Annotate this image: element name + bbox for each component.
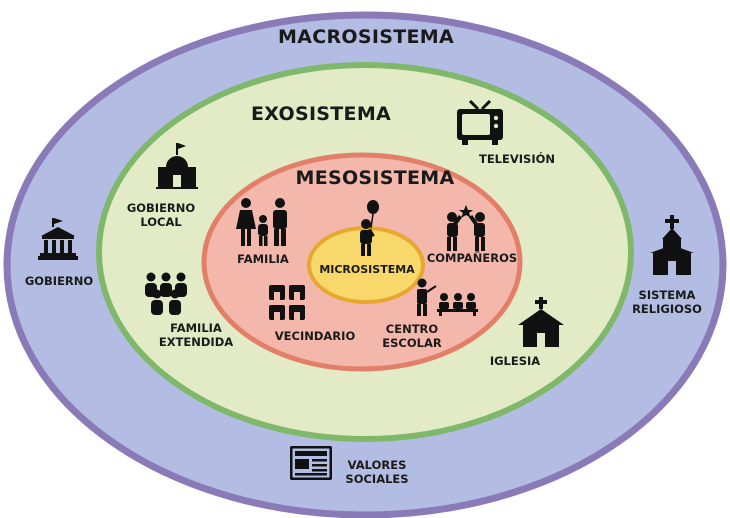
exosistema-title: EXOSISTEMA [250,103,392,125]
newspaper-icon [290,446,332,480]
family-icon [236,198,287,246]
familia-label: FAMILIA [237,252,289,266]
television-label: TELEVISIÓN [478,152,556,166]
government-building-icon [38,218,78,260]
town-hall-icon [156,143,198,189]
familia-extendida-line2: EXTENDIDA [158,335,234,350]
child-balloon-icon [360,200,379,256]
centro-escolar-line2: ESCOLAR [382,336,442,351]
familia-extendida-label: FAMILIA EXTENDIDA [159,321,233,350]
chapel-icon [518,297,564,347]
macrosistema-title: MACROSISTEMA [278,26,454,48]
companeros-label: COMPAÑEROS [426,251,518,265]
sistema-religioso-line2: RELIGIOSO [632,302,702,317]
valores-sociales-line1: VALORES [347,458,407,472]
church-icon [650,215,694,275]
vecindario-label: VECINDARIO [274,329,356,343]
sistema-religioso-line1: SISTEMA [638,288,696,302]
gobierno-local-line2: LOCAL [140,215,182,230]
classroom-icon [417,278,478,316]
gobierno-label: GOBIERNO [24,274,94,288]
microsistema-title: MICROSISTEMA [319,263,415,276]
people-group-icon [145,272,187,315]
familia-extendida-line1: FAMILIA [170,321,222,335]
mesosistema-title: MESOSISTEMA [295,167,455,189]
gobierno-local-line1: GOBIERNO [126,201,196,215]
valores-sociales-line2: SOCIALES [345,472,409,487]
iglesia-label: IGLESIA [489,354,541,368]
houses-icon [269,285,305,320]
sistema-religioso-label: SISTEMA RELIGIOSO [632,288,702,317]
valores-sociales-label: VALORES SOCIALES [345,458,408,487]
friends-icon [447,205,485,251]
television-icon [457,100,503,145]
gobierno-local-label: GOBIERNO LOCAL [127,201,195,230]
centro-escolar-line1: CENTRO [385,322,439,336]
centro-escolar-label: CENTRO ESCOLAR [382,322,441,351]
